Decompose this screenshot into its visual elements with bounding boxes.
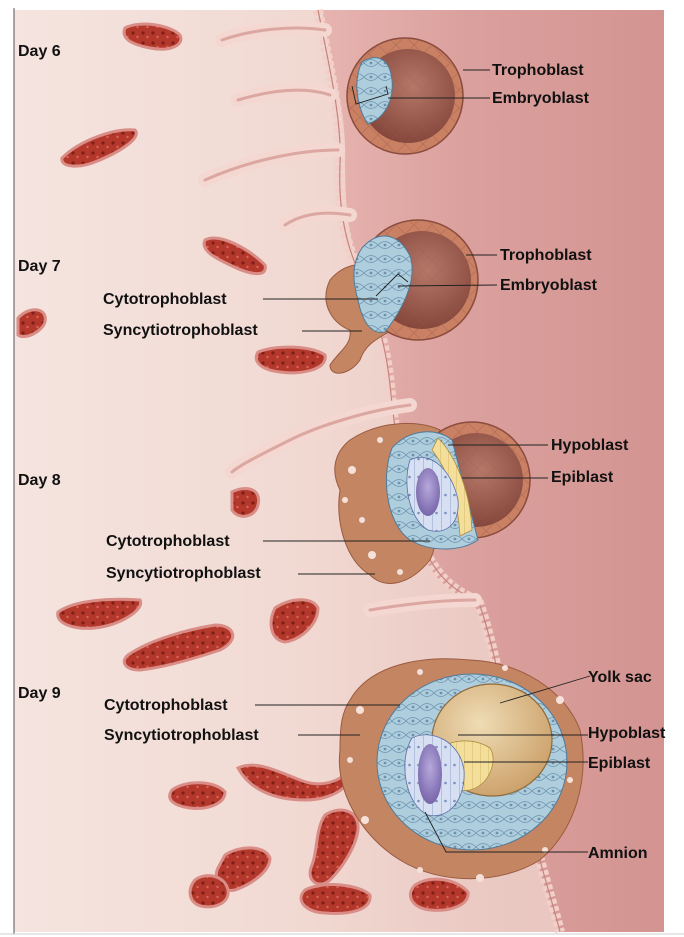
- blood-vessel: [409, 877, 470, 912]
- blood-vessel: [16, 308, 47, 338]
- day8-embryo: [334, 421, 531, 584]
- blood-vessel: [308, 808, 360, 886]
- blood-vessel: [60, 128, 138, 168]
- blood-vessel: [122, 623, 234, 672]
- d9-amnion-label: Amnion: [588, 845, 648, 862]
- blood-vessel: [202, 236, 267, 276]
- d9-yolk-sac-label: Yolk sac: [588, 669, 652, 686]
- blood-vessel: [269, 598, 320, 644]
- leader-lines: [255, 69, 591, 853]
- day7-blastocyst: [325, 219, 479, 374]
- blood-vessels: [16, 22, 470, 915]
- blood-vessel: [168, 781, 227, 810]
- blood-vessel: [254, 345, 327, 375]
- d8-epiblast-label: Epiblast: [551, 469, 614, 486]
- blood-vessel: [188, 874, 230, 909]
- d8-syncytiotrophoblast-label: Syncytiotrophoblast: [106, 565, 261, 582]
- lacunae: [347, 665, 573, 882]
- d9-epiblast-label: Epiblast: [588, 755, 651, 772]
- day9-label: Day 9: [18, 685, 61, 702]
- blood-vessel: [299, 883, 372, 915]
- d7-embryoblast-label: Embryoblast: [500, 277, 598, 294]
- d9-syncytiotrophoblast-label: Syncytiotrophoblast: [104, 727, 259, 744]
- uterine-glands: [198, 21, 482, 617]
- day7-label: Day 7: [18, 258, 61, 275]
- day6-blastocyst: [346, 37, 464, 155]
- d9-hypoblast-label: Hypoblast: [588, 725, 666, 742]
- lacunae: [342, 437, 403, 575]
- day6-label: Day 6: [18, 43, 61, 60]
- d7-trophoblast-label: Trophoblast: [500, 247, 592, 264]
- labels: Day 6 Day 7 Day 8 Day 9 Trophoblast Embr…: [18, 43, 666, 862]
- d6-embryoblast-label: Embryoblast: [492, 90, 590, 107]
- d6-trophoblast-label: Trophoblast: [492, 62, 584, 79]
- d7-cytotrophoblast-label: Cytotrophoblast: [103, 291, 227, 308]
- d8-cytotrophoblast-label: Cytotrophoblast: [106, 533, 230, 550]
- d9-cytotrophoblast-label: Cytotrophoblast: [104, 697, 228, 714]
- blood-vessel: [56, 597, 143, 630]
- blood-vessel: [230, 487, 261, 518]
- d8-hypoblast-label: Hypoblast: [551, 437, 629, 454]
- day9-embryo: [338, 658, 584, 882]
- blood-vessel: [122, 22, 183, 51]
- day8-label: Day 8: [18, 472, 61, 489]
- d7-syncytiotrophoblast-label: Syncytiotrophoblast: [103, 322, 258, 339]
